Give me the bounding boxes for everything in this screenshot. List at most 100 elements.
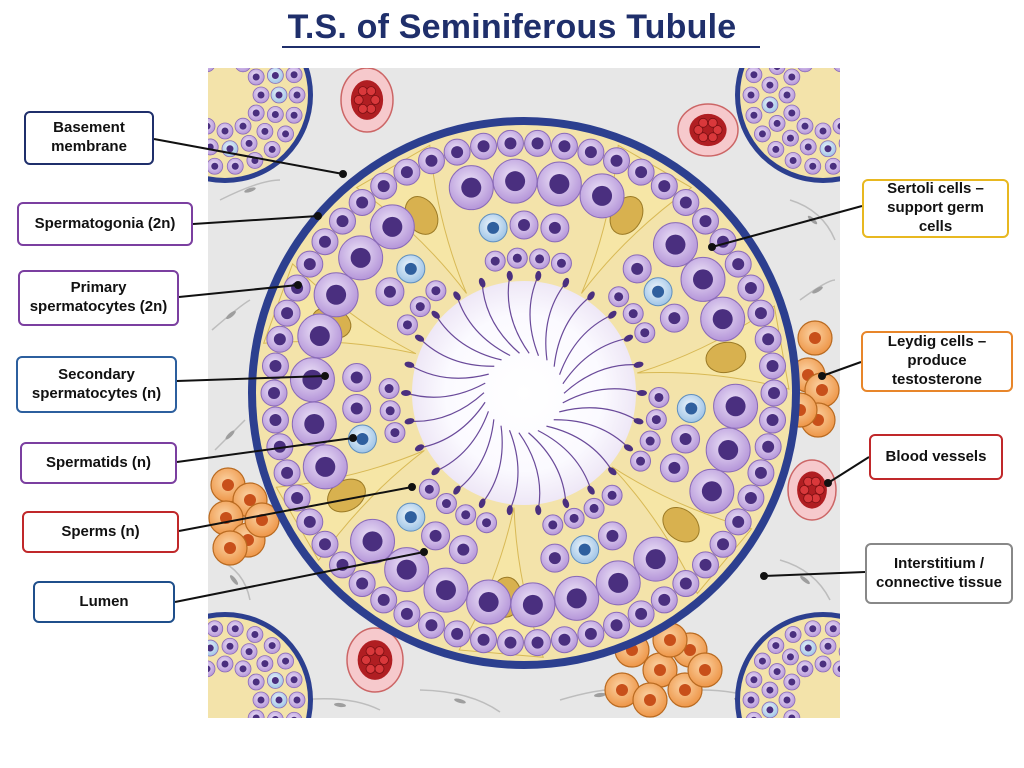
germ-cell-nucleus: [457, 543, 470, 556]
sperm-tail: [456, 295, 511, 357]
red-blood-cell: [365, 663, 376, 674]
neighbor-cell: [202, 35, 218, 51]
leader-dot-sertoli: [708, 243, 716, 251]
germ-cell-nucleus: [318, 235, 331, 248]
germ-cell-nucleus: [679, 196, 692, 209]
neighbor-nucleus: [211, 20, 218, 27]
neighbor-nucleus: [809, 625, 817, 633]
neighbor-nucleus: [801, 122, 809, 130]
red-blood-cell: [357, 86, 368, 97]
neighbor-nucleus: [824, 750, 831, 757]
sperm-tail: [537, 429, 592, 491]
neighbor-nucleus: [759, 53, 766, 60]
neighbor-nucleus: [261, 55, 268, 62]
sperm-head: [633, 418, 644, 425]
sperm-head: [587, 291, 595, 301]
neighbor-nucleus: [174, 642, 181, 649]
neighbor-cell: [187, 757, 203, 768]
germ-cell-nucleus: [402, 320, 412, 330]
neighbor-cell: [838, 138, 840, 148]
sperm-tail: [545, 282, 567, 361]
leydig-nucleus: [679, 684, 691, 696]
neighbor-nucleus: [849, 631, 856, 638]
germ-cell-nucleus: [356, 577, 369, 590]
germ-cell-nucleus: [668, 461, 681, 474]
neighbor-cell: [800, 35, 816, 51]
neighbor-nucleus: [844, 745, 851, 752]
neighbor-cell: [876, 48, 892, 64]
fiber: [214, 419, 246, 451]
neighbor-nucleus: [809, 20, 816, 27]
sperm-tail: [553, 295, 592, 367]
germ-cell-nucleus: [429, 529, 442, 542]
lumen: [412, 281, 636, 505]
neighbor-cell: [745, 711, 762, 718]
neighbor-cell: [156, 653, 172, 669]
neighbor-nucleus: [208, 122, 211, 130]
germ-cell-nucleus: [273, 440, 286, 453]
sperm-tail: [553, 419, 629, 449]
neighbor-cell: [876, 731, 892, 747]
neighbor-nucleus: [819, 660, 827, 668]
neighbor-nucleus: [747, 696, 755, 704]
neighbor-nucleus: [788, 678, 796, 686]
leydig-nucleus: [616, 684, 628, 696]
germ-cell-nucleus: [578, 543, 591, 556]
label-spermatids: Spermatids (n): [20, 442, 177, 484]
germ-cell-nucleus: [505, 171, 526, 192]
neighbor-nucleus: [880, 735, 887, 742]
neighbor-nucleus: [252, 73, 260, 81]
germ-cell-nucleus: [692, 269, 713, 290]
germ-cell-nucleus: [589, 503, 599, 513]
neighbor-nucleus: [282, 53, 289, 60]
neighbor-nucleus: [838, 60, 845, 67]
neighbor-nucleus: [824, 38, 831, 45]
germ-cell-nucleus: [608, 572, 629, 593]
leader-blood: [827, 456, 870, 484]
label-sperms: Sperms (n): [22, 511, 179, 553]
leydig-cells: [208, 320, 840, 718]
neighbor-nucleus: [851, 74, 858, 81]
germ-cell-nucleus: [679, 577, 692, 590]
neighbor-cell: [815, 51, 831, 67]
leydig-nucleus: [244, 494, 256, 506]
germ-cell-nucleus: [628, 309, 638, 319]
neighbor-nucleus: [874, 697, 881, 704]
sperm-tail: [456, 419, 495, 491]
neighbor-cell: [805, 763, 821, 768]
neighbor-nucleus: [271, 111, 279, 119]
germ-cell-nucleus: [548, 221, 561, 234]
neighbor-nucleus: [186, 697, 193, 704]
germ-cell-nucleus: [654, 392, 664, 402]
leydig-nucleus: [809, 332, 821, 344]
germ-cell-nucleus: [383, 285, 396, 298]
neighbor-nucleus: [152, 717, 159, 724]
fibroblast-nucleus: [229, 575, 239, 585]
germ-cell-nucleus: [490, 256, 500, 266]
leader-dot-primary: [294, 281, 302, 289]
germ-cell-nucleus: [318, 538, 331, 551]
germ-cell-nucleus: [699, 215, 712, 228]
neighbor-cell: [832, 117, 840, 135]
germ-cell-nucleus: [584, 627, 597, 640]
sperm-tail: [508, 430, 519, 511]
sperm-tail: [419, 337, 495, 367]
germ-cell-nucleus: [635, 607, 648, 620]
germ-cell-nucleus: [584, 146, 597, 159]
neighbor-nucleus: [275, 696, 283, 704]
neighbor-cell: [241, 39, 257, 55]
neighbor-cell: [164, 97, 180, 113]
neighbor-nucleus: [851, 679, 858, 686]
neighbor-nucleus: [245, 139, 253, 147]
neighbor-nucleus: [208, 665, 211, 673]
neighbor-nucleus: [829, 625, 837, 633]
neighbor-cell: [820, 33, 836, 49]
neighbor-cell: [257, 51, 273, 67]
leydig-nucleus: [699, 664, 711, 676]
fibroblast-nucleus: [800, 575, 810, 585]
neighbor-cell: [148, 67, 164, 83]
neighbor-nucleus: [269, 751, 276, 758]
neighbor-cell: [845, 627, 861, 643]
germ-cells: [260, 129, 788, 657]
